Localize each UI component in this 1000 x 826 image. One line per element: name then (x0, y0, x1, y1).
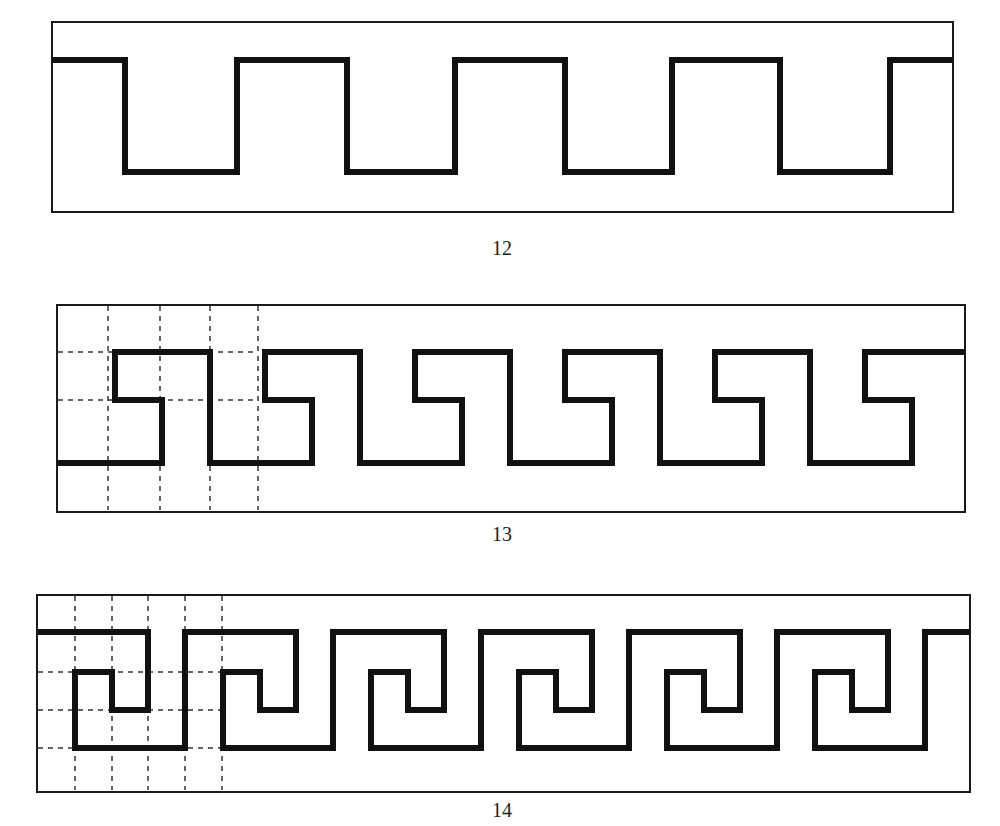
figure-number: 12 (492, 238, 512, 258)
border-frame (52, 22, 953, 212)
border-frame (37, 595, 970, 792)
figure-number: 13 (492, 524, 512, 544)
meander-key-border (38, 632, 969, 748)
square-wave-border (53, 60, 952, 172)
figure-number: 14 (492, 800, 512, 820)
border-frame (57, 305, 965, 512)
stepped-key-border (58, 352, 964, 463)
